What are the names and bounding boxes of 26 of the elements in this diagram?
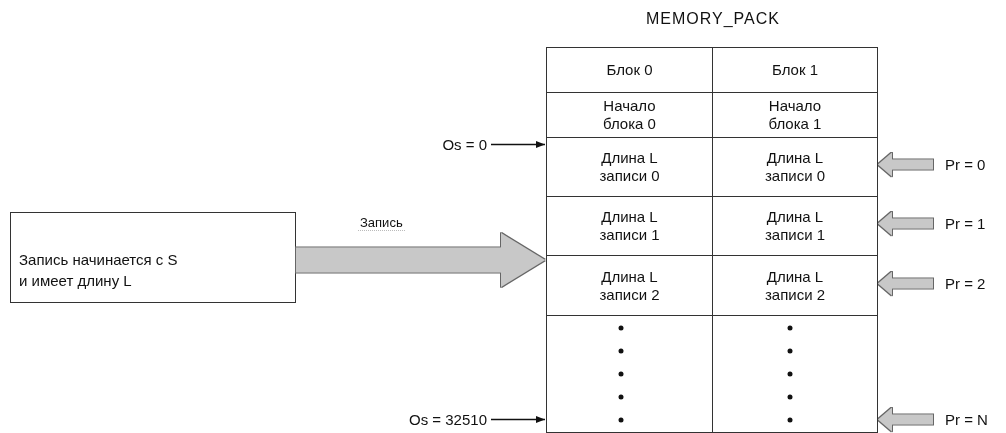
record-box: Запись начинается с S и имеет длину L bbox=[10, 212, 296, 303]
pointer-label: Pr = 2 bbox=[945, 275, 986, 292]
hollow-arrow bbox=[878, 211, 933, 236]
memory-cell: Длина L записи 1 bbox=[713, 197, 878, 256]
edge-label: Запись bbox=[358, 215, 405, 231]
pointer-label: Os = 32510 bbox=[409, 411, 487, 428]
memory-cell: Длина L записи 0 bbox=[547, 138, 713, 197]
memory-cell: Блок 1 bbox=[713, 48, 878, 93]
hollow-arrow bbox=[878, 407, 933, 432]
memory-cell: Длина L записи 2 bbox=[547, 256, 713, 316]
table-title: MEMORY_PACK bbox=[645, 10, 781, 28]
memory-cell: Начало блока 0 bbox=[547, 93, 713, 138]
memory-cell: Длина L записи 2 bbox=[713, 256, 878, 316]
memory-cell: Блок 0 bbox=[547, 48, 713, 93]
pointer-label: Pr = N bbox=[945, 411, 988, 428]
hollow-arrow bbox=[878, 271, 933, 296]
memory-cell: Длина L записи 1 bbox=[547, 197, 713, 256]
arrow bbox=[490, 140, 546, 149]
block-arrow bbox=[296, 233, 545, 287]
pointer-label: Os = 0 bbox=[442, 136, 487, 153]
memory-cell: Начало блока 1 bbox=[713, 93, 878, 138]
pointer-label: Pr = 0 bbox=[945, 156, 986, 173]
pointer-label: Pr = 1 bbox=[945, 215, 986, 232]
arrow bbox=[490, 415, 546, 424]
hollow-arrow bbox=[878, 152, 933, 177]
memory-cell: Длина L записи 0 bbox=[713, 138, 878, 197]
